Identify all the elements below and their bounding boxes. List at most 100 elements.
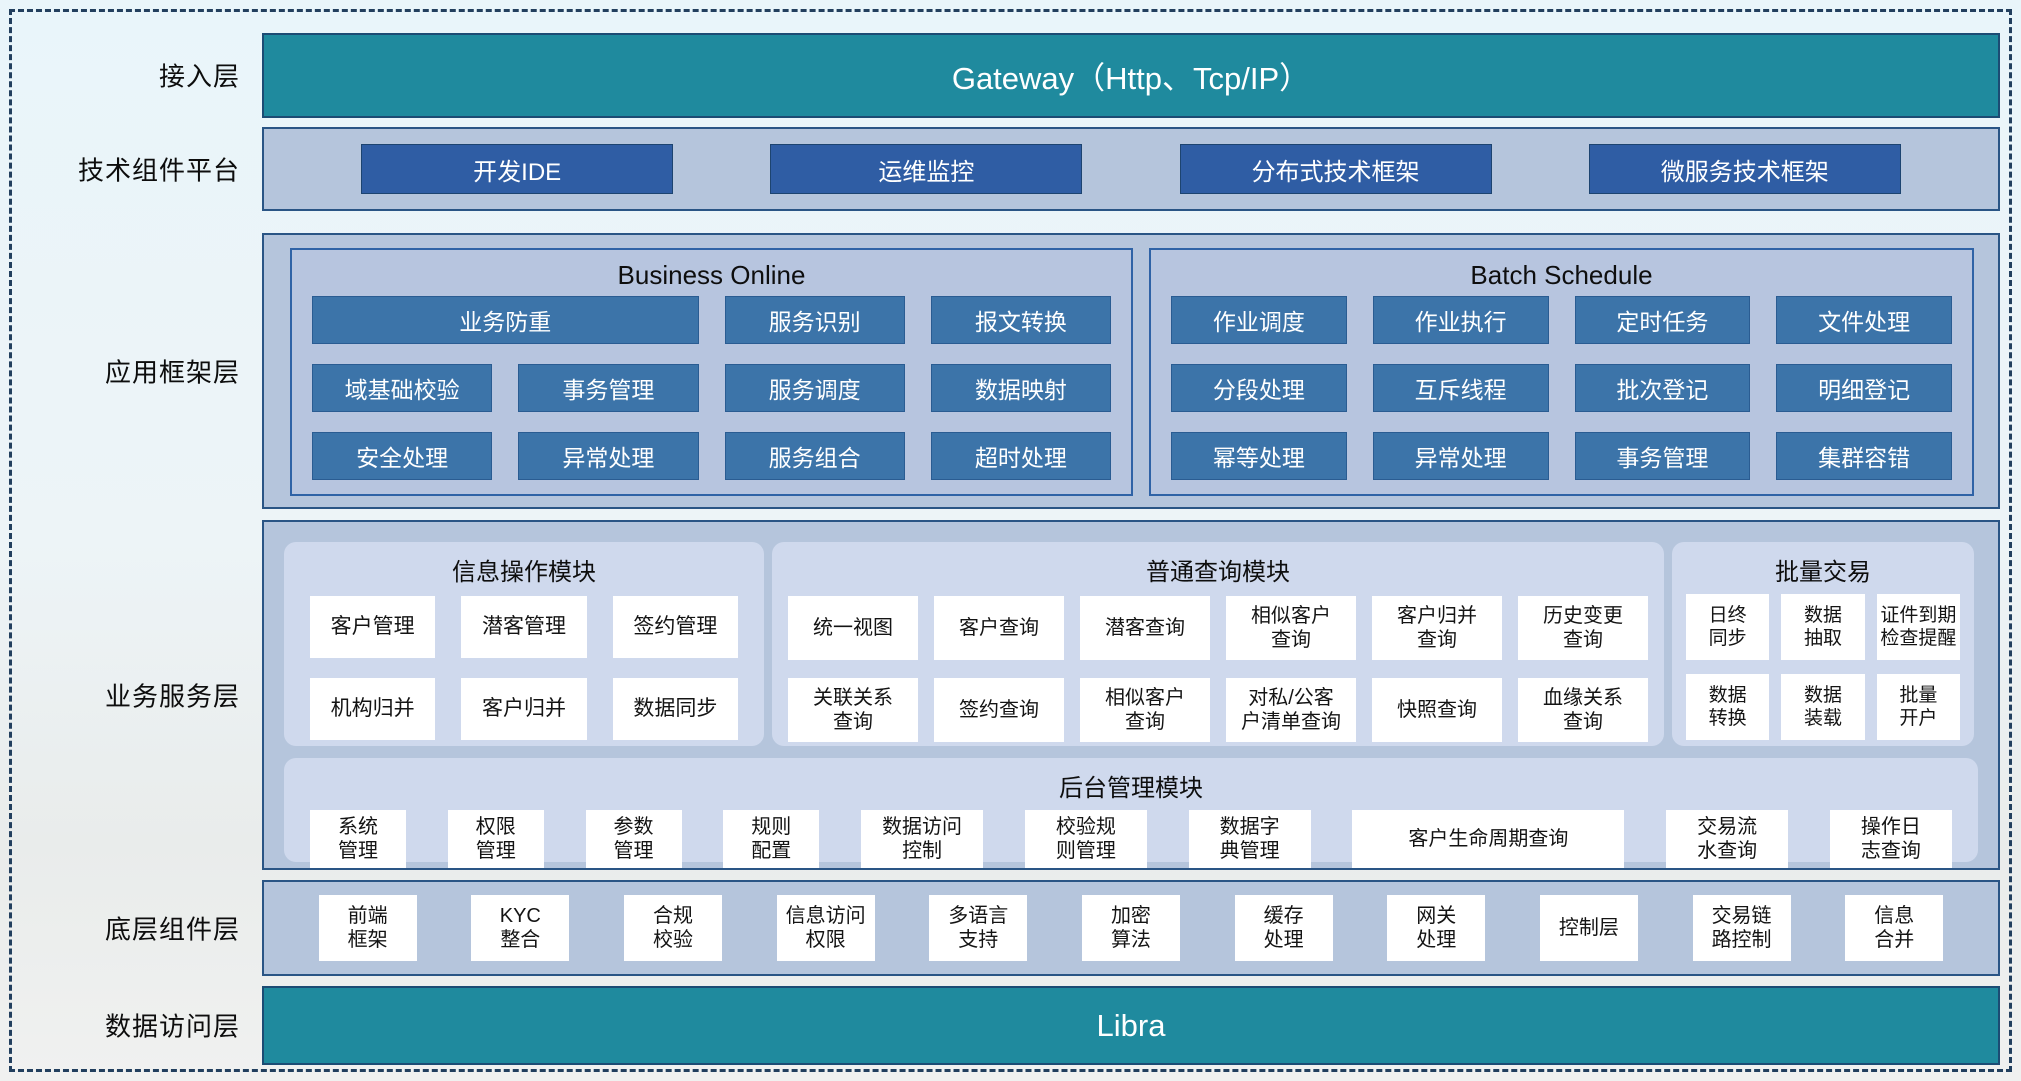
batch-schedule-item: 作业执行 xyxy=(1372,296,1549,344)
business-online-box: Business Online 业务防重服务识别报文转换域基础校验事务管理服务调… xyxy=(290,248,1133,496)
batch-schedule-box: Batch Schedule 作业调度作业执行定时任务文件处理分段处理互斥线程批… xyxy=(1149,248,1974,496)
base-component-card: KYC 整合 xyxy=(471,895,570,961)
common-query-card: 统一视图 xyxy=(788,596,918,660)
common-query-card: 快照查询 xyxy=(1372,678,1502,742)
common-query-card: 历史变更 查询 xyxy=(1518,596,1648,660)
common-query-card: 关联关系 查询 xyxy=(788,678,918,742)
business-online-item: 报文转换 xyxy=(930,296,1111,344)
admin-module-card: 参数 管理 xyxy=(585,810,682,868)
base-components-panel: 前端 框架 KYC 整合合规 校验信息访问 权限多语言 支持加密 算法缓存 处理网… xyxy=(262,880,2000,976)
info-operation-module: 信息操作模块 客户管理潜客管理签约管理机构归并客户归并数据同步 xyxy=(284,542,764,746)
business-online-item: 域基础校验 xyxy=(312,364,493,412)
batch-schedule-item: 互斥线程 xyxy=(1372,364,1549,412)
batch-trade-card: 数据 抽取 xyxy=(1781,594,1865,660)
gateway-bar: Gateway（Http、Tcp/IP） xyxy=(262,33,2000,118)
info-operation-card: 客户归并 xyxy=(461,678,587,740)
common-query-card: 相似客户 查询 xyxy=(1226,596,1356,660)
info-operation-card: 机构归并 xyxy=(310,678,436,740)
base-component-card: 交易链 路控制 xyxy=(1692,895,1791,961)
admin-module-title: 后台管理模块 xyxy=(1059,775,1203,802)
business-online-item: 业务防重 xyxy=(312,296,699,344)
info-operation-cards: 客户管理潜客管理签约管理机构归并客户归并数据同步 xyxy=(284,586,764,740)
admin-module-card: 客户生命周期查询 xyxy=(1352,810,1625,868)
layer-label-business-service: 业务服务层 xyxy=(104,681,240,712)
admin-module: 后台管理模块 系统 管理权限 管理参数 管理规则 配置数据访问 控制校验规 则管… xyxy=(284,758,1978,868)
business-online-title: Business Online xyxy=(617,260,806,290)
admin-module-card: 权限 管理 xyxy=(447,810,544,868)
layer-label-base-components: 底层组件层 xyxy=(104,914,240,945)
info-operation-card: 潜客管理 xyxy=(461,596,587,658)
common-query-card: 客户归并 查询 xyxy=(1372,596,1502,660)
admin-module-card: 交易流 水查询 xyxy=(1666,810,1789,868)
common-query-card: 血缘关系 查询 xyxy=(1518,678,1648,742)
layer-label-data-access: 数据访问层 xyxy=(104,1011,240,1042)
batch-trade-module: 批量交易 日终 同步数据 抽取证件到期 检查提醒数据 转换数据 装载批量 开户 xyxy=(1672,542,1974,746)
info-operation-card: 签约管理 xyxy=(612,596,738,658)
batch-schedule-item: 集群容错 xyxy=(1776,432,1952,480)
business-online-item: 事务管理 xyxy=(518,364,699,412)
base-component-card: 缓存 处理 xyxy=(1234,895,1333,961)
common-query-card: 客户查询 xyxy=(934,596,1064,660)
business-online-item: 服务组合 xyxy=(724,432,905,480)
base-component-card: 网关 处理 xyxy=(1387,895,1486,961)
layer-label-access: 接入层 xyxy=(158,61,240,92)
batch-schedule-item: 分段处理 xyxy=(1171,364,1347,412)
layer-label-tech-platform: 技术组件平台 xyxy=(77,155,240,186)
tech-platform-item: 开发IDE xyxy=(361,144,674,194)
common-query-title: 普通查询模块 xyxy=(1146,559,1290,586)
batch-schedule-grid: 作业调度作业执行定时任务文件处理分段处理互斥线程批次登记明细登记幂等处理异常处理… xyxy=(1151,296,1972,480)
layer-label-app-framework: 应用框架层 xyxy=(104,357,240,388)
common-query-module: 普通查询模块 统一视图客户查询潜客查询相似客户 查询客户归并 查询历史变更 查询… xyxy=(772,542,1664,746)
admin-module-card: 操作日 志查询 xyxy=(1829,810,1952,868)
business-online-grid: 业务防重服务识别报文转换域基础校验事务管理服务调度数据映射安全处理异常处理服务组… xyxy=(292,296,1131,480)
admin-module-card: 校验规 则管理 xyxy=(1024,810,1147,868)
batch-trade-card: 日终 同步 xyxy=(1686,594,1770,660)
business-online-item: 服务识别 xyxy=(724,296,905,344)
batch-schedule-item: 文件处理 xyxy=(1776,296,1952,344)
business-service-panel: 信息操作模块 客户管理潜客管理签约管理机构归并客户归并数据同步 普通查询模块 统… xyxy=(262,520,2000,870)
batch-schedule-item: 事务管理 xyxy=(1574,432,1751,480)
batch-trade-cards: 日终 同步数据 抽取证件到期 检查提醒数据 转换数据 装载批量 开户 xyxy=(1672,586,1974,740)
batch-schedule-title: Batch Schedule xyxy=(1470,260,1653,290)
base-component-card: 多语言 支持 xyxy=(929,895,1028,961)
batch-schedule-item: 明细登记 xyxy=(1776,364,1952,412)
common-query-cards: 统一视图客户查询潜客查询相似客户 查询客户归并 查询历史变更 查询关联关系 查询… xyxy=(772,586,1664,742)
tech-platform-item: 微服务技术框架 xyxy=(1588,144,1901,194)
base-component-card: 合规 校验 xyxy=(623,895,722,961)
tech-platform-item: 运维监控 xyxy=(770,144,1083,194)
info-operation-card: 客户管理 xyxy=(310,596,436,658)
batch-trade-card: 批量 开户 xyxy=(1876,674,1960,740)
business-online-item: 超时处理 xyxy=(930,432,1111,480)
admin-module-card: 系统 管理 xyxy=(310,810,406,868)
base-component-card: 加密 算法 xyxy=(1081,895,1180,961)
tech-platform-panel: 开发IDE 运维监控 分布式技术框架 微服务技术框架 xyxy=(262,127,2000,211)
common-query-card: 对私/公客 户清单查询 xyxy=(1226,678,1356,742)
batch-schedule-item: 幂等处理 xyxy=(1171,432,1347,480)
admin-module-card: 数据访问 控制 xyxy=(861,810,984,868)
batch-schedule-item: 批次登记 xyxy=(1574,364,1751,412)
business-online-item: 服务调度 xyxy=(724,364,905,412)
batch-trade-card: 数据 转换 xyxy=(1686,674,1770,740)
base-component-card: 信息 合并 xyxy=(1845,895,1944,961)
business-online-item: 异常处理 xyxy=(518,432,699,480)
business-online-item: 数据映射 xyxy=(930,364,1111,412)
admin-module-card: 数据字 典管理 xyxy=(1188,810,1311,868)
base-component-card: 控制层 xyxy=(1539,895,1638,961)
common-query-card: 相似客户 查询 xyxy=(1080,678,1210,742)
info-operation-card: 数据同步 xyxy=(612,678,738,740)
batch-schedule-item: 作业调度 xyxy=(1171,296,1347,344)
batch-trade-card: 数据 装载 xyxy=(1781,674,1865,740)
page-dashed-border xyxy=(9,9,2012,1072)
base-component-card: 前端 框架 xyxy=(318,895,417,961)
tech-platform-item: 分布式技术框架 xyxy=(1179,144,1492,194)
common-query-card: 签约查询 xyxy=(934,678,1064,742)
batch-schedule-item: 异常处理 xyxy=(1372,432,1549,480)
business-online-item: 安全处理 xyxy=(312,432,493,480)
info-operation-title: 信息操作模块 xyxy=(452,559,596,586)
base-component-card: 信息访问 权限 xyxy=(776,895,875,961)
batch-trade-title: 批量交易 xyxy=(1775,559,1871,586)
app-framework-panel: Business Online 业务防重服务识别报文转换域基础校验事务管理服务调… xyxy=(262,233,2000,509)
batch-trade-card: 证件到期 检查提醒 xyxy=(1876,594,1960,660)
libra-bar: Libra xyxy=(262,986,2000,1065)
batch-schedule-item: 定时任务 xyxy=(1574,296,1751,344)
